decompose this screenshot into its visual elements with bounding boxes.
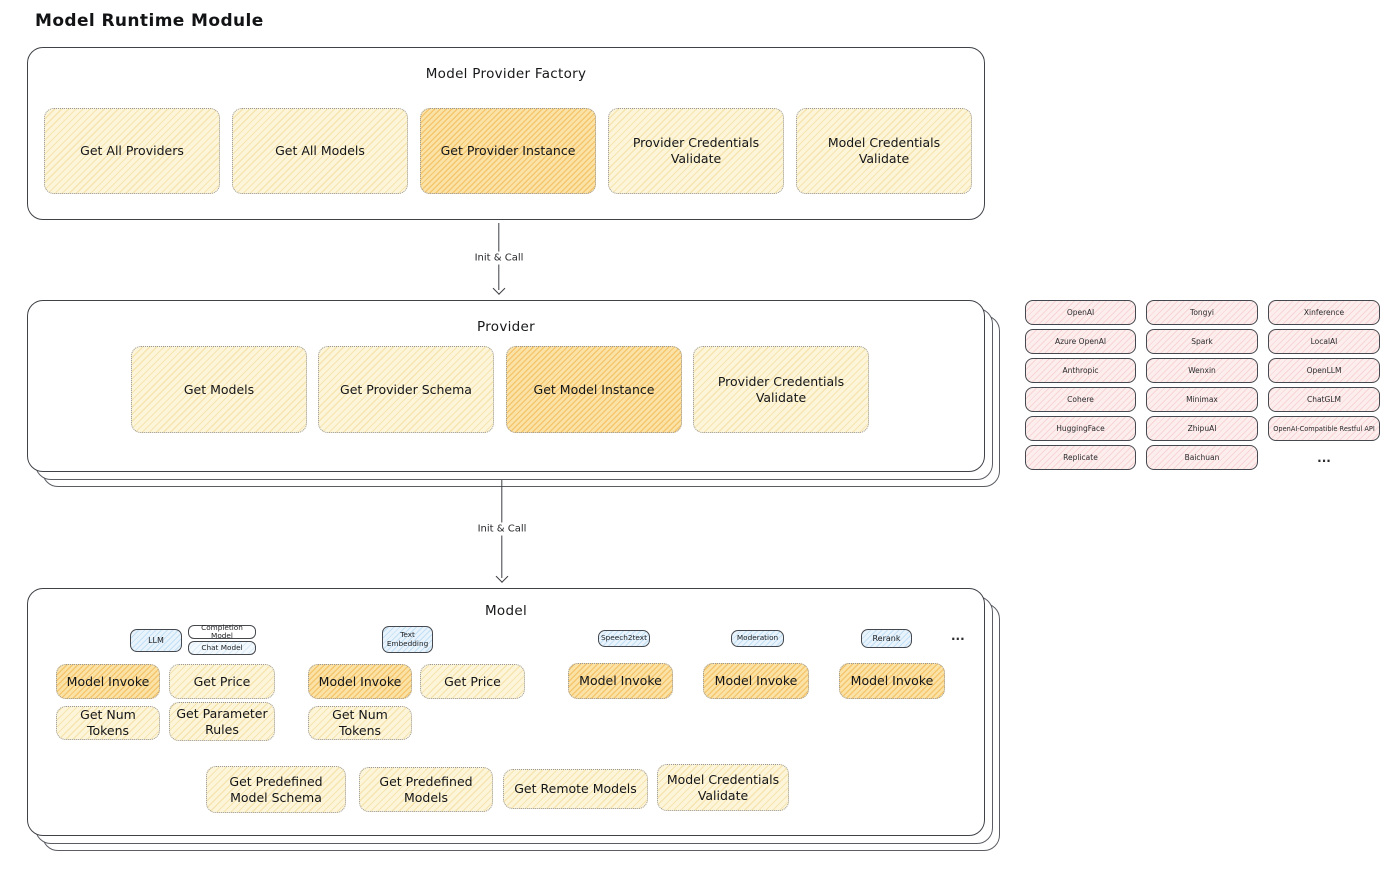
- node-get-model-instance: Get Model Instance: [506, 346, 682, 433]
- provider-chip: Xinference: [1268, 300, 1380, 325]
- node-get-num-tokens: Get Num Tokens: [56, 706, 160, 740]
- provider-list: OpenAI Tongyi Xinference Azure OpenAI Sp…: [1025, 300, 1380, 470]
- node-model-invoke: Model Invoke: [308, 664, 412, 699]
- node-get-price: Get Price: [420, 664, 525, 699]
- tag-text-embedding: Text Embedding: [382, 626, 433, 653]
- node-model-invoke: Model Invoke: [703, 663, 809, 699]
- node-provider-credentials-validate: Provider Credentials Validate: [608, 108, 784, 194]
- provider-section: Provider Get Models Get Provider Schema …: [27, 300, 1000, 487]
- node-get-models: Get Models: [131, 346, 307, 433]
- node-model-invoke: Model Invoke: [568, 663, 673, 699]
- provider-chip: Cohere: [1025, 387, 1136, 412]
- node-provider-credentials-validate: Provider Credentials Validate: [693, 346, 869, 433]
- provider-chip: Tongyi: [1146, 300, 1258, 325]
- node-model-invoke: Model Invoke: [56, 664, 160, 699]
- provider-chip: Anthropic: [1025, 358, 1136, 383]
- provider-chip: OpenLLM: [1268, 358, 1380, 383]
- provider-chip: OpenAI: [1025, 300, 1136, 325]
- node-get-all-models: Get All Models: [232, 108, 408, 194]
- node-model-invoke: Model Invoke: [839, 663, 945, 699]
- provider-chip: ChatGLM: [1268, 387, 1380, 412]
- arrow-label: Init & Call: [469, 251, 529, 265]
- arrow-provider-to-model: Init & Call: [464, 480, 540, 583]
- node-get-num-tokens: Get Num Tokens: [308, 706, 412, 740]
- provider-title: Provider: [477, 319, 535, 335]
- model-card: Model LLM Completion Model Chat Model Te…: [27, 588, 985, 836]
- model-more-indicator: ...: [951, 629, 965, 643]
- provider-card: Provider Get Models Get Provider Schema …: [27, 300, 985, 472]
- arrow-head-icon: [492, 282, 506, 295]
- provider-chip: Azure OpenAI: [1025, 329, 1136, 354]
- factory-section: Model Provider Factory Get All Providers…: [27, 47, 985, 220]
- provider-chip: LocalAI: [1268, 329, 1380, 354]
- arrow-head-icon: [495, 570, 509, 583]
- node-model-credentials-validate: Model Credentials Validate: [657, 764, 789, 811]
- arrow-factory-to-provider: Init & Call: [461, 223, 537, 295]
- tag-rerank: Rerank: [861, 629, 912, 648]
- provider-chip: Minimax: [1146, 387, 1258, 412]
- node-get-all-providers: Get All Providers: [44, 108, 220, 194]
- node-get-predefined-model-schema: Get Predefined Model Schema: [206, 766, 346, 813]
- model-section: Model LLM Completion Model Chat Model Te…: [27, 588, 1000, 851]
- node-get-predefined-models: Get Predefined Models: [359, 767, 493, 812]
- node-get-provider-instance: Get Provider Instance: [420, 108, 596, 194]
- node-get-parameter-rules: Get Parameter Rules: [169, 702, 275, 741]
- provider-chip: Baichuan: [1146, 445, 1258, 470]
- provider-chip: HuggingFace: [1025, 416, 1136, 441]
- tag-llm: LLM: [130, 629, 182, 652]
- factory-card: Model Provider Factory Get All Providers…: [27, 47, 985, 220]
- model-title: Model: [484, 603, 528, 619]
- node-get-remote-models: Get Remote Models: [503, 769, 648, 809]
- provider-chip: Wenxin: [1146, 358, 1258, 383]
- provider-chip: OpenAI-Compatible Restful API: [1268, 416, 1380, 441]
- node-model-credentials-validate: Model Credentials Validate: [796, 108, 972, 194]
- node-get-price: Get Price: [169, 664, 275, 699]
- page-title: Model Runtime Module: [35, 11, 264, 31]
- tag-completion-model: Completion Model: [188, 623, 256, 640]
- tag-chat-model: Chat Model: [188, 641, 256, 655]
- provider-chip: Spark: [1146, 329, 1258, 354]
- factory-title: Model Provider Factory: [425, 66, 587, 82]
- provider-chip: Replicate: [1025, 445, 1136, 470]
- arrow-label: Init & Call: [472, 522, 532, 536]
- provider-chip: ZhipuAI: [1146, 416, 1258, 441]
- provider-list-more: ...: [1317, 450, 1331, 465]
- tag-moderation: Moderation: [731, 630, 784, 647]
- node-get-provider-schema: Get Provider Schema: [318, 346, 494, 433]
- tag-speech2text: Speech2text: [598, 630, 650, 647]
